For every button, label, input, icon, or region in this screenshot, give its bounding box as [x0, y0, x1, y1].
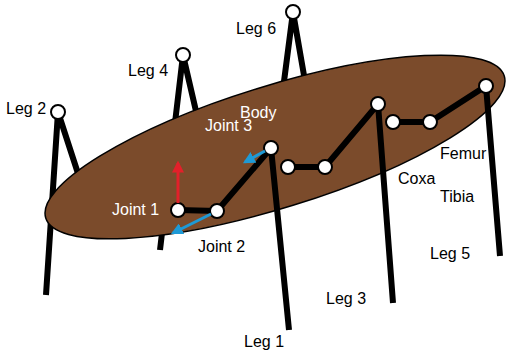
joint-circle	[171, 203, 185, 217]
part-label: Leg 4	[128, 62, 168, 80]
part-label: Joint 3	[205, 117, 252, 135]
part-label: Femur	[440, 145, 486, 163]
joint-circle	[479, 79, 493, 93]
part-label: Joint 1	[112, 201, 159, 219]
part-label: Joint 2	[198, 238, 245, 256]
part-label: Leg 2	[6, 100, 46, 118]
part-label: Leg 1	[244, 333, 284, 351]
leg-five	[393, 86, 500, 256]
part-label: Coxa	[398, 170, 435, 188]
joint-circle	[210, 204, 224, 218]
knee-joint	[286, 5, 300, 19]
joint-circle	[371, 97, 385, 111]
knee-joint	[176, 48, 190, 62]
joint-circle	[318, 160, 332, 174]
part-label: Tibia	[440, 188, 474, 206]
leg-one	[178, 148, 289, 330]
axis-arrow	[245, 151, 265, 162]
axis-arrow	[177, 163, 180, 203]
joint-circle	[281, 160, 295, 174]
joint-circle	[423, 115, 437, 129]
joint-circle	[264, 141, 278, 155]
part-label: Leg 3	[326, 290, 366, 308]
part-label: Leg 5	[430, 245, 470, 263]
part-label: Leg 6	[236, 20, 276, 38]
joint-circle	[386, 115, 400, 129]
leg-three	[288, 104, 393, 303]
knee-joint	[51, 105, 65, 119]
axis-arrow	[173, 214, 211, 233]
